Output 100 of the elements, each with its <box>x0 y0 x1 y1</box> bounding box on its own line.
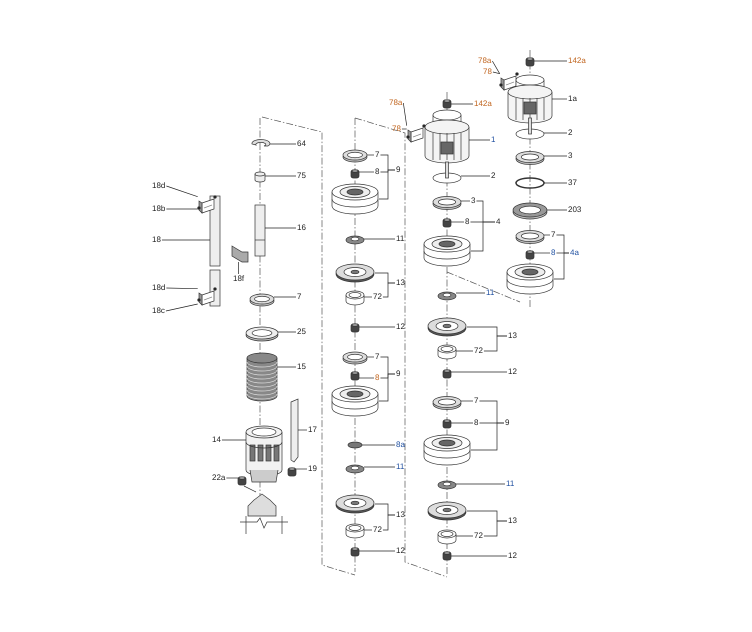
leader-line <box>274 296 296 298</box>
callout-number: 8 <box>551 248 556 258</box>
diffuser-disc <box>428 502 466 520</box>
nut <box>442 419 452 428</box>
impeller <box>424 236 470 266</box>
leader-line <box>364 466 396 468</box>
washer <box>348 442 362 448</box>
leader-line <box>492 60 500 74</box>
diffuser-disc <box>336 264 374 282</box>
nut <box>526 57 534 66</box>
valve-plate <box>432 162 462 184</box>
nut <box>350 169 360 178</box>
leader-line <box>366 154 374 156</box>
callout-number: 13 <box>396 278 405 288</box>
leader-line <box>238 262 239 274</box>
bracket-leader-line <box>378 374 396 402</box>
leader-line <box>402 128 408 130</box>
ring-plate <box>246 326 278 342</box>
nut <box>526 250 534 260</box>
leader-line <box>456 350 474 352</box>
nut <box>442 218 452 228</box>
callout-number: 72 <box>474 346 483 356</box>
leader-line <box>460 400 474 402</box>
callout-number: 78a <box>389 98 402 108</box>
callout-number: 2 <box>568 128 572 138</box>
seal-ring <box>516 230 544 244</box>
callout-number: 11 <box>486 288 494 298</box>
leader-line <box>366 356 374 358</box>
leader-line <box>364 238 396 240</box>
callout-number: 142a <box>474 99 492 109</box>
leader-line <box>358 550 396 552</box>
leader-line <box>362 444 396 446</box>
impeller <box>506 264 554 294</box>
callout-number: 11 <box>396 462 404 472</box>
bracket-leader-line <box>554 252 570 280</box>
callout-number: 16 <box>297 223 306 233</box>
nut <box>442 551 452 560</box>
wear-ring <box>438 344 456 360</box>
impeller <box>332 184 378 214</box>
coupling <box>254 172 266 182</box>
callout-number: 13 <box>508 516 517 526</box>
callout-number: 72 <box>373 525 382 535</box>
callout-number: 13 <box>396 510 405 520</box>
leader-line <box>166 186 198 198</box>
bracket-leader-line <box>470 422 504 450</box>
seal-ring <box>516 151 544 165</box>
impeller <box>424 434 470 466</box>
callout-number: 18b <box>152 204 166 214</box>
callout-number: 12 <box>508 367 517 377</box>
guide-rail <box>210 196 220 306</box>
wear-ring <box>346 524 364 538</box>
pump-head <box>508 74 552 124</box>
callout-number: 22a <box>212 473 226 483</box>
callout-number: 7 <box>375 352 380 362</box>
clip <box>252 139 270 146</box>
callout-number: 64 <box>297 139 306 149</box>
washer <box>438 292 456 300</box>
pump-head <box>424 110 470 164</box>
callout-number: 18f <box>233 274 244 284</box>
callout-number: 75 <box>297 171 306 181</box>
washer <box>346 464 364 474</box>
nut <box>288 467 296 476</box>
bracket-clamp <box>406 124 426 143</box>
leader-line <box>166 288 198 290</box>
leader-line <box>492 72 500 74</box>
callout-number: 19 <box>308 464 317 474</box>
diffuser-disc <box>336 494 374 514</box>
leader-line <box>552 98 568 100</box>
bracket-leader-line <box>470 222 496 252</box>
callout-number: 8 <box>474 418 478 428</box>
impeller <box>332 386 378 416</box>
leader-line <box>276 366 296 368</box>
callout-number: 18 <box>152 235 161 245</box>
callout-number: 14 <box>212 435 221 445</box>
leader-line <box>358 326 396 328</box>
seal-ring <box>250 294 274 306</box>
nut <box>350 371 360 380</box>
callout-number: 18d <box>152 283 166 293</box>
washer <box>346 236 364 244</box>
callout-number: 12 <box>396 322 405 332</box>
bracket-leader-line <box>378 170 396 200</box>
leader-line <box>456 292 486 294</box>
nut <box>350 323 360 332</box>
bearing-ring <box>512 202 548 220</box>
leader-line <box>534 60 568 62</box>
bracket-leader-line <box>484 336 508 352</box>
seal-ring <box>432 396 462 410</box>
callout-number: 1 <box>491 135 496 145</box>
callout-number: 9 <box>396 165 400 175</box>
leader-line <box>166 208 198 210</box>
callout-number: 12 <box>396 546 405 556</box>
callout-number: 7 <box>297 292 302 302</box>
callout-number: 8 <box>465 217 470 227</box>
seal-ring <box>342 352 368 364</box>
seal-ring <box>432 196 462 210</box>
callout-number: 2 <box>491 171 496 181</box>
callout-number: 12 <box>508 551 517 561</box>
callout-number: 13 <box>508 331 517 341</box>
callout-number: 8 <box>375 373 380 383</box>
clamp-piece <box>232 245 248 262</box>
